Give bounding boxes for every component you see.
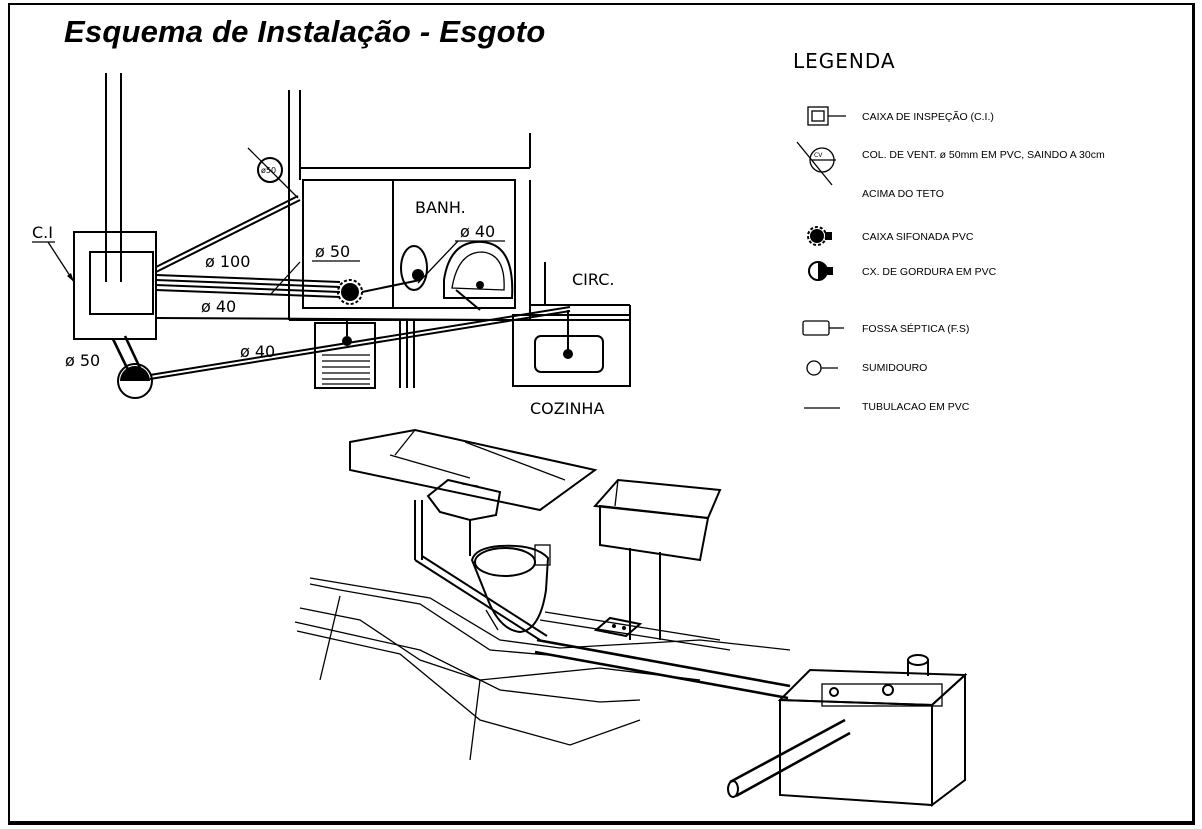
legend-item-label: COL. DE VENT. ø 50mm EM PVC, SAINDO A 30… — [862, 149, 1105, 161]
pipe-diameter-label: ø 40 — [240, 342, 275, 361]
lavatory-symbol — [443, 240, 514, 299]
legend: LEGENDA CAIXA DE INSPEÇÃO (C.I.) CV COL.… — [793, 49, 1105, 413]
septic-tank-symbol — [117, 363, 153, 399]
drawing-frame — [8, 3, 1195, 825]
legend-item-label: FOSSA SÉPTICA (F.S) — [862, 322, 969, 335]
pipe-diameter-label: ø 40 — [460, 222, 495, 241]
inspection-box — [73, 231, 157, 340]
siphon-box-icon — [807, 226, 832, 246]
vent-column-icon: CV — [796, 141, 836, 186]
septic-tank-icon — [802, 320, 844, 336]
pipe-diameter-label: ø 50 — [315, 242, 350, 261]
isometric-view — [294, 428, 968, 808]
room-label-kitchen: COZINHA — [530, 399, 604, 418]
legend-item-label: CX. DE GORDURA EM PVC — [862, 266, 997, 278]
floor-plan: C.I ø 50 ø50 ø 100 ø 50 ø 40 ø 40 ø 40 — [32, 73, 631, 418]
pipe-diameter-label: ø 100 — [205, 252, 250, 271]
grease-box-icon — [808, 261, 833, 281]
svg-text:CV: CV — [814, 152, 823, 159]
kitchen-sink — [512, 314, 631, 387]
legend-item-label: CAIXA DE INSPEÇÃO (C.I.) — [862, 110, 994, 123]
page-title: Esquema de Instalação - Esgoto — [64, 14, 546, 49]
legend-heading: LEGENDA — [793, 49, 896, 73]
legend-item-label: CAIXA SIFONADA PVC — [862, 231, 974, 243]
room-label-bath: BANH. — [415, 198, 466, 217]
room-label-circ: CIRC. — [572, 270, 614, 289]
toilet-iso — [470, 544, 550, 634]
sink-hole-icon — [806, 360, 838, 376]
tank-symbol — [314, 322, 376, 389]
legend-item-label: TUBULACAO EM PVC — [862, 401, 970, 413]
toilet-symbol — [400, 245, 428, 291]
pipe-diameter-label: ø 40 — [201, 297, 236, 316]
pipe-diameter-label: ø 50 — [65, 351, 100, 370]
inspection-box-icon — [807, 106, 846, 126]
legend-item-label-cont: ACIMA DO TETO — [862, 188, 944, 200]
vent-tag: ø50 — [261, 166, 276, 175]
ci-label: C.I — [32, 223, 53, 242]
bathroom — [302, 179, 516, 309]
legend-item-label: SUMIDOURO — [862, 362, 927, 374]
